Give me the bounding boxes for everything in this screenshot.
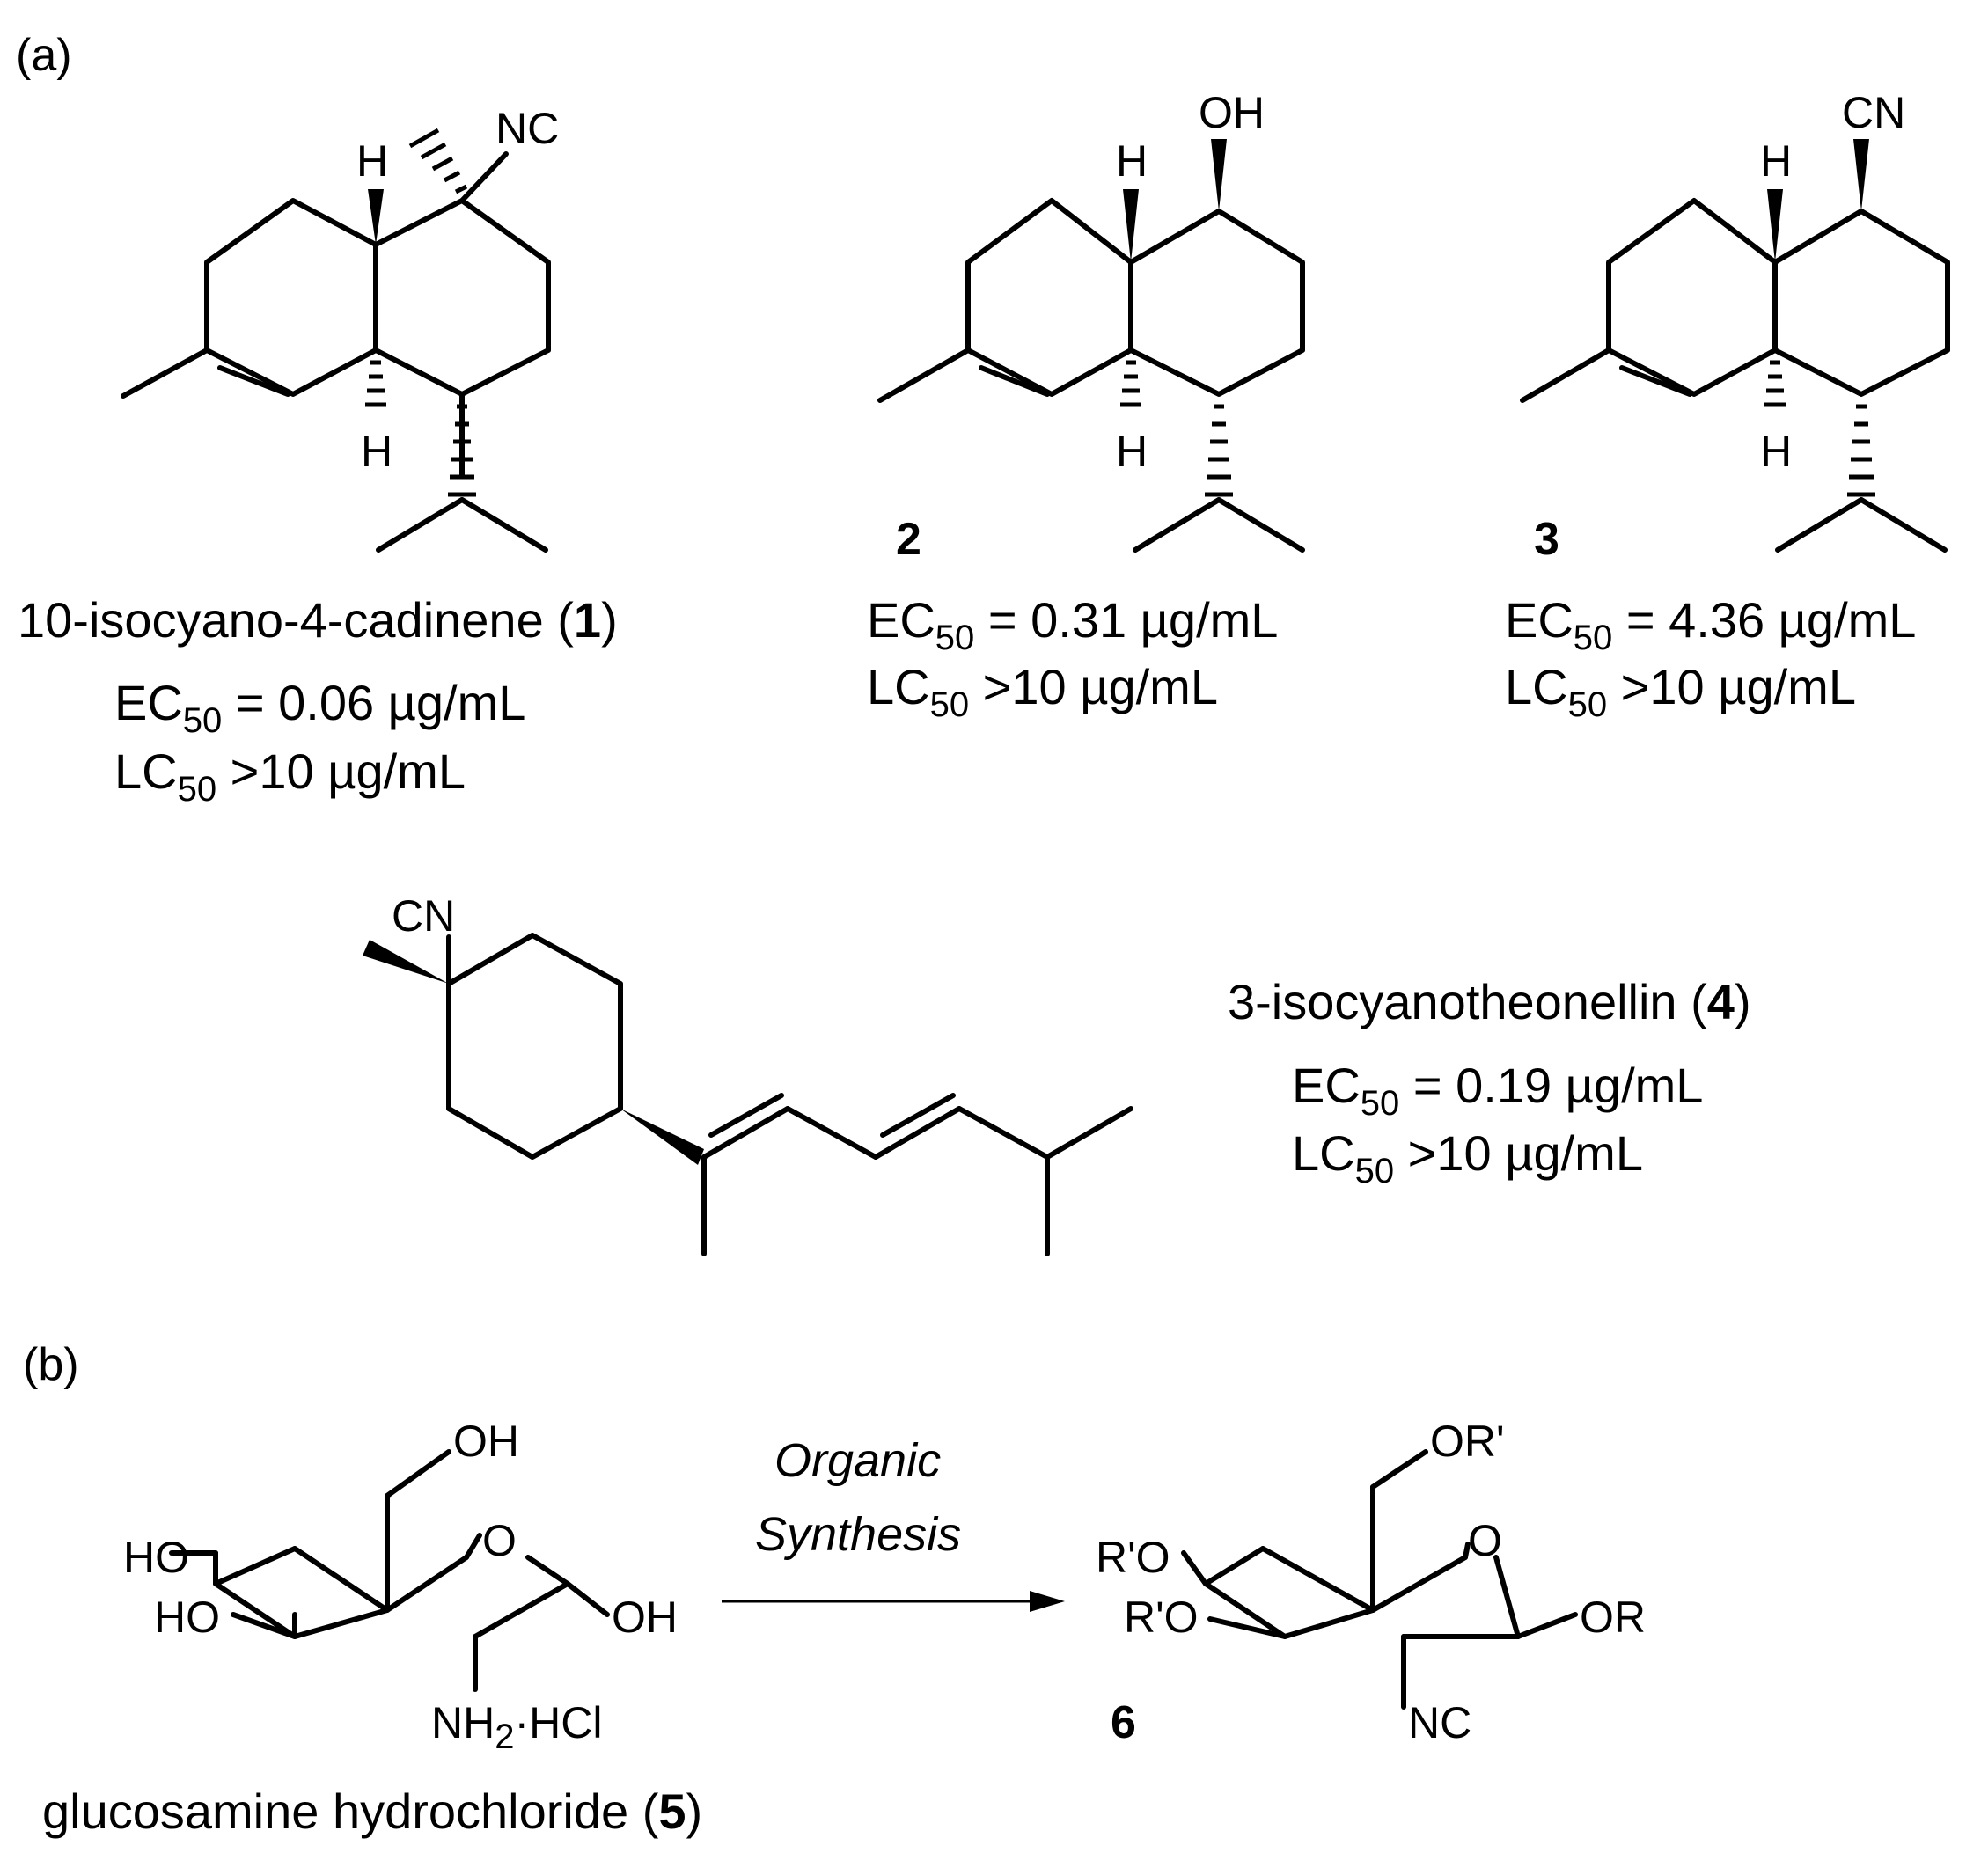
compound-3-bonds — [1520, 198, 1950, 553]
compound-1-hash-h — [365, 360, 386, 407]
compound-3-structure: CN H H — [1520, 88, 1950, 553]
compound-5-atom-ho-2: HO — [154, 1593, 220, 1642]
compound-1-atom-h-top: H — [356, 136, 388, 186]
compound-2-lc50: LC50 >10 µg/mL — [867, 659, 1218, 724]
compound-5-structure: OH HO HO O OH NH2·HCl — [123, 1417, 678, 1756]
compound-3-wedge-h — [1767, 189, 1783, 262]
compound-1-atom-h-bottom: H — [361, 427, 392, 476]
compound-6-atom-nc: NC — [1408, 1698, 1471, 1747]
compound-4-lc50: LC50 >10 µg/mL — [1292, 1125, 1643, 1190]
compound-1-hash-isopropyl — [448, 404, 476, 497]
compound-1-structure: NC H H — [121, 104, 559, 553]
reaction-condition-line-2: Synthesis — [755, 1508, 961, 1561]
compound-1-name: 10-isocyano-4-cadinene (1) — [18, 592, 618, 648]
compound-2-atom-oh: OH — [1199, 88, 1265, 137]
compound-3-lc50: LC50 >10 µg/mL — [1505, 659, 1856, 724]
compound-6-atom-ro-1: R'O — [1096, 1533, 1170, 1582]
compound-2-structure: OH H H — [877, 88, 1305, 553]
compound-4-wedge-methyl — [363, 940, 449, 984]
compound-3-atom-h-bottom: H — [1760, 427, 1792, 476]
compound-6-bonds — [1181, 1449, 1578, 1710]
compound-1-wedge-h — [368, 189, 384, 245]
compound-2-bonds — [877, 198, 1305, 553]
compound-3-atom-cn: CN — [1842, 88, 1905, 137]
compound-1-hash-methyl — [408, 128, 468, 194]
compound-5-atom-nh2-hcl: NH2·HCl — [431, 1698, 602, 1756]
compound-2-atom-h-top: H — [1116, 136, 1148, 186]
compound-3-atom-h-top: H — [1760, 136, 1792, 186]
panel-label-a: (a) — [16, 30, 72, 81]
compound-1-atom-nc: NC — [495, 104, 559, 153]
compound-4-wedge-chain — [620, 1109, 704, 1165]
compound-1-lc50: LC50 >10 µg/mL — [114, 743, 466, 809]
compound-5-atom-ho-1: HO — [123, 1533, 189, 1582]
compound-1-bonds — [121, 151, 551, 553]
compound-5-atom-o-ring: O — [482, 1516, 517, 1565]
compound-6-structure: OR' R'O R'O O OR NC — [1096, 1417, 1646, 1747]
compound-2-ec50: EC50 = 0.31 µg/mL — [867, 592, 1278, 657]
compound-3-number: 3 — [1534, 514, 1559, 565]
compound-1-ec50: EC50 = 0.06 µg/mL — [114, 675, 525, 740]
compound-4-ec50: EC50 = 0.19 µg/mL — [1292, 1058, 1703, 1123]
compound-6-atom-or-top: OR' — [1430, 1417, 1505, 1466]
compound-4-structure: CN — [363, 891, 1133, 1256]
compound-3-hash-h — [1764, 360, 1786, 407]
compound-2-wedge-oh — [1211, 139, 1227, 211]
compound-5-name: glucosamine hydrochloride (5) — [42, 1783, 702, 1839]
compound-3-ec50: EC50 = 4.36 µg/mL — [1505, 592, 1916, 657]
panel-label-b: (b) — [23, 1339, 79, 1390]
compound-4-atom-cn: CN — [392, 891, 455, 941]
compound-3-hash-isopropyl — [1847, 404, 1875, 497]
compound-6-atom-or-right: OR — [1580, 1593, 1646, 1642]
compound-5-atom-oh-right: OH — [612, 1593, 678, 1642]
compound-6-atom-ro-2: R'O — [1124, 1593, 1199, 1642]
compound-4-bonds — [446, 933, 1133, 1256]
compound-4-name: 3-isocyanotheonellin (4) — [1228, 974, 1751, 1029]
arrow-head — [1030, 1591, 1065, 1612]
compound-5-bonds — [169, 1449, 610, 1692]
compound-6-number: 6 — [1111, 1697, 1136, 1748]
compound-3-wedge-cn — [1853, 139, 1869, 211]
compound-5-atom-oh-top: OH — [453, 1417, 519, 1466]
compound-2-wedge-h — [1123, 189, 1139, 262]
compound-2-hash-h — [1120, 360, 1141, 407]
compound-2-atom-h-bottom: H — [1116, 427, 1148, 476]
compound-2-hash-isopropyl — [1205, 404, 1233, 497]
reaction-condition-line-1: Organic — [774, 1434, 941, 1487]
compound-6-atom-o-ring: O — [1468, 1516, 1502, 1565]
compound-2-number: 2 — [896, 514, 921, 565]
reaction-arrow — [722, 1591, 1065, 1612]
